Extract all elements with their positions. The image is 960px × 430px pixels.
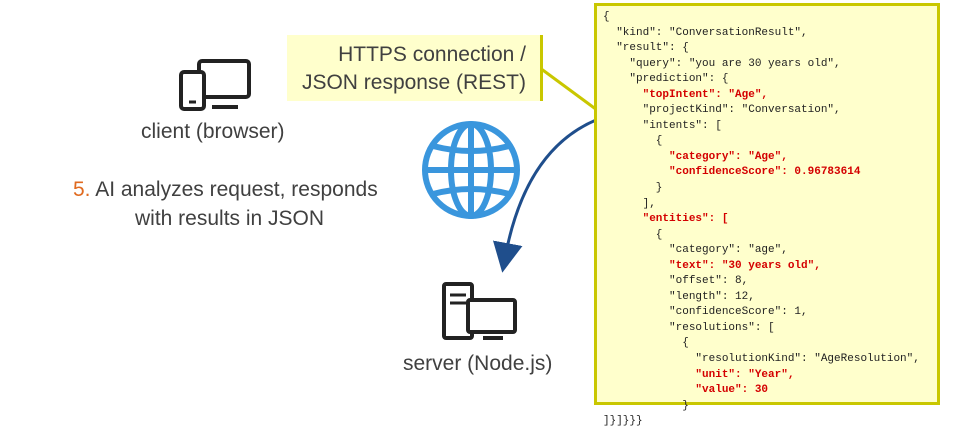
globe-icon [422,121,520,219]
callout-line-1: HTTPS connection / [338,43,526,66]
json-line: { [603,337,689,350]
devices-icon [179,59,251,111]
response-arrow [492,118,597,273]
step-line-1: 5. AI analyzes request, responds [73,178,378,202]
protocol-callout: HTTPS connection / JSON response (REST) [287,35,543,101]
json-response-panel: { "kind": "ConversationResult", "result"… [594,3,940,427]
step-text-2: with results in JSON [135,207,325,230]
callout-line-2: JSON response (REST) [301,71,526,94]
json-line: "projectKind": "Conversation", [603,104,841,117]
json-line: } [603,182,663,195]
callout-connector [539,66,598,112]
server-label: server (Node.js) [403,352,553,375]
json-line: ], [603,197,656,210]
json-line: "unit": "Year", [603,368,795,381]
server-pc-icon [442,282,517,340]
json-line: "query": "you are 30 years old", [603,57,841,70]
json-line: "category": "age", [603,244,788,257]
step-text-1: AI analyzes request, responds [95,178,378,201]
json-line: "prediction": { [603,73,729,86]
json-line: "offset": 8, [603,275,749,288]
json-line: "value": 30 [603,384,769,397]
json-line: { [603,228,663,241]
json-line: "topIntent": "Age", [603,88,769,101]
json-line: "resolutionKind": "AgeResolution", [603,353,920,366]
json-line: "resolutions": [ [603,321,775,334]
json-line: "confidenceScore": 1, [603,306,808,319]
json-line: "text": "30 years old", [603,259,821,272]
json-line: "confidenceScore": 0.96783614 [603,166,861,179]
client-label: client (browser) [141,120,285,143]
json-line: } [603,399,689,412]
json-line: { [603,11,610,23]
json-line: "category": "Age", [603,150,788,163]
json-line: "intents": [ [603,119,722,132]
json-line: { [603,135,663,148]
json-line: "result": { [603,42,689,55]
json-line: "length": 12, [603,290,755,303]
step-number: 5. [73,178,91,201]
json-line: ]}]}}} [603,415,643,428]
json-line: "entities": [ [603,213,729,226]
json-line: "kind": "ConversationResult", [603,26,808,39]
